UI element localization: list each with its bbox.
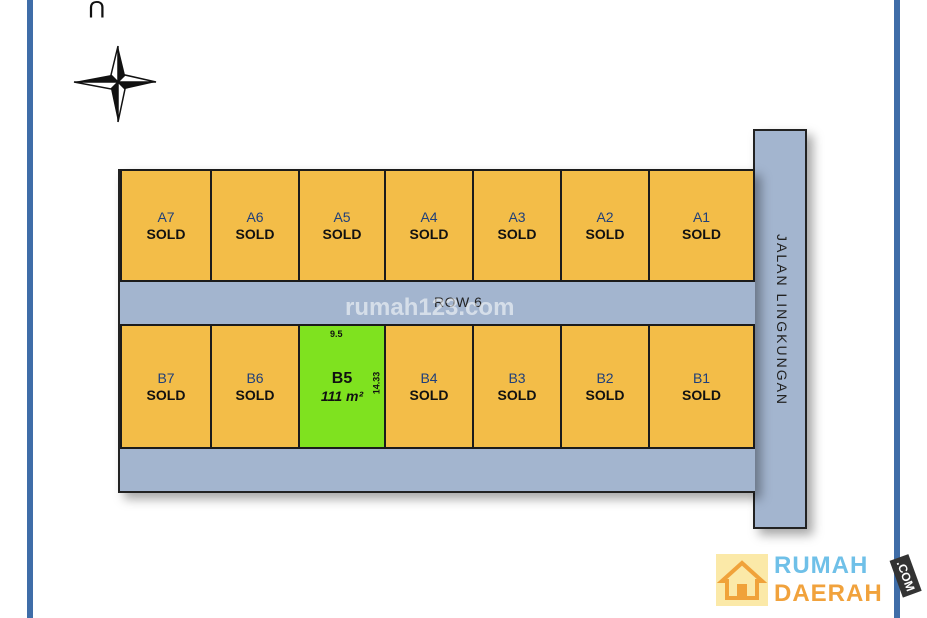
lot-status: SOLD — [409, 386, 449, 403]
brand-logo: RUMAH DAERAH .COM — [716, 552, 922, 608]
lot-area: 111 m² — [320, 387, 364, 404]
lot-code: B3 — [508, 369, 526, 386]
lot-code: A2 — [596, 208, 614, 225]
north-label: U — [88, 0, 106, 22]
lot-code: A7 — [157, 208, 175, 225]
house-icon — [716, 554, 768, 606]
brand-suffix: .COM — [889, 554, 922, 598]
lot-code: A6 — [246, 208, 264, 225]
lower-road — [120, 448, 755, 491]
street-vertical — [753, 129, 807, 529]
lot-code: B2 — [596, 369, 614, 386]
right-border — [894, 0, 900, 618]
lot-code: B7 — [157, 369, 175, 386]
lot-status: SOLD — [497, 225, 537, 242]
lot-status: SOLD — [585, 386, 625, 403]
watermark: rumah123.com — [345, 294, 515, 321]
lot-status: SOLD — [682, 225, 721, 242]
lot-width-label: 9.5 — [330, 329, 343, 339]
lot-code: A4 — [420, 208, 438, 225]
lot-code: B6 — [246, 369, 264, 386]
lot-code: A3 — [508, 208, 526, 225]
lot-status: SOLD — [682, 386, 721, 403]
lot-code: A1 — [692, 208, 711, 225]
lot-status: SOLD — [409, 225, 449, 242]
lot-depth-label: 14.33 — [371, 371, 382, 395]
row-label: ROW 6 — [434, 294, 483, 310]
left-border — [27, 0, 33, 618]
lot-status: SOLD — [322, 225, 362, 242]
brand-word-1: RUMAH — [774, 552, 869, 579]
lot-status: SOLD — [497, 386, 537, 403]
lot-code: B5 — [331, 369, 353, 387]
lot-code: B1 — [692, 369, 711, 386]
lot-status: SOLD — [585, 225, 625, 242]
row-6-road — [120, 281, 755, 325]
street-label: JALAN LINGKUNGAN — [774, 234, 790, 407]
lot-status: SOLD — [235, 225, 275, 242]
compass-rose-icon — [73, 45, 157, 123]
lot-code: A5 — [333, 208, 351, 225]
lot-status: SOLD — [146, 225, 186, 242]
lot-status: SOLD — [235, 386, 275, 403]
lot-status: SOLD — [146, 386, 186, 403]
lot-code: B4 — [420, 369, 438, 386]
brand-word-2: DAERAH — [774, 580, 883, 607]
